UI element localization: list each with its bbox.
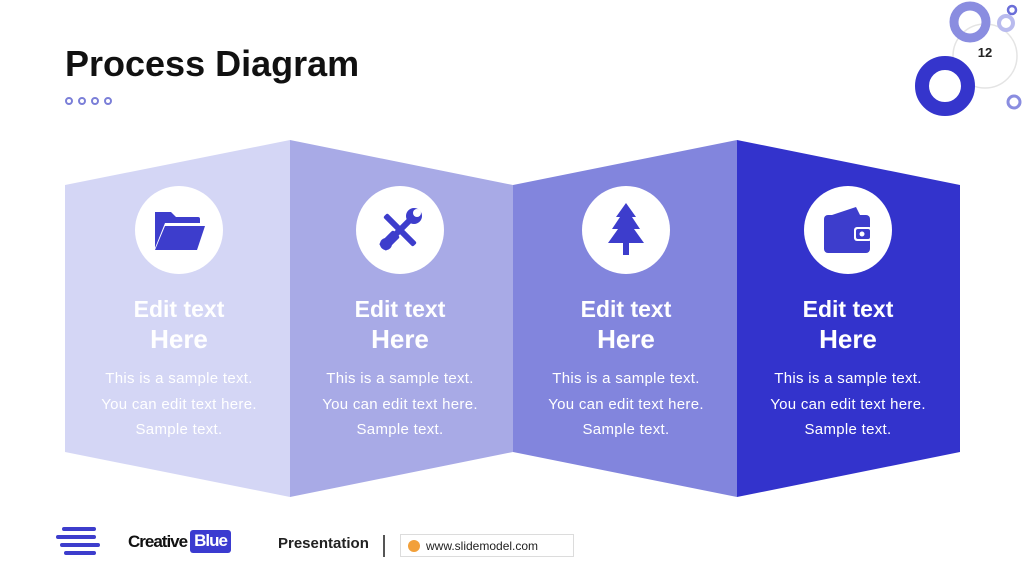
panel-body: This is a sample text. You can edit text…: [300, 366, 500, 443]
panel-heading: Edit text Here: [300, 294, 500, 354]
panel-2-shape: [290, 140, 513, 497]
brand-badge: Blue: [190, 530, 231, 553]
body-line: Sample text.: [582, 421, 670, 438]
panel-body: This is a sample text. You can edit text…: [79, 366, 279, 443]
panel-3: Edit text Here This is a sample text. Yo…: [526, 186, 726, 443]
presentation-label: Presentation: [278, 535, 369, 552]
icon-circle: [582, 186, 670, 274]
heading-line: Edit text: [354, 296, 446, 322]
heading-line: Edit text: [802, 296, 894, 322]
footer-divider: [383, 535, 385, 557]
body-line: You can edit text here.: [770, 395, 926, 413]
body-line: You can edit text here.: [548, 395, 704, 413]
panel-2: Edit text Here This is a sample text. Yo…: [300, 186, 500, 443]
page-number: 12: [977, 45, 993, 60]
body-line: You can edit text here.: [101, 395, 257, 413]
body-line: This is a sample text.: [552, 370, 700, 387]
folder-icon: [155, 212, 205, 250]
decoration-dot: [78, 97, 86, 105]
panel-4: Edit text Here This is a sample text. Yo…: [748, 186, 948, 443]
heading-line: Here: [150, 324, 208, 354]
page-title: Process Diagram: [65, 43, 360, 84]
heading-line: Here: [819, 324, 877, 354]
panel-1-shape: [65, 140, 290, 497]
tree-icon: [608, 203, 644, 255]
ring-small-light: [949, 1, 991, 43]
ring-tiny-right: [1006, 94, 1022, 110]
ring-decoration: [915, 1, 1022, 116]
panel-body: This is a sample text. You can edit text…: [526, 366, 726, 443]
ring-tiny-dark: [1006, 4, 1018, 16]
website-link[interactable]: www.slidemodel.com: [400, 534, 574, 557]
brand-logo: Creative Blue: [128, 530, 231, 553]
wallet-icon: [824, 207, 872, 253]
panel-3-shape: [513, 140, 737, 497]
panel-body: This is a sample text. You can edit text…: [748, 366, 948, 443]
body-line: This is a sample text.: [326, 370, 474, 387]
tools-icon: [379, 208, 422, 251]
decoration-dot: [104, 97, 112, 105]
body-line: Sample text.: [356, 421, 444, 438]
icon-circle: [804, 186, 892, 274]
body-line: This is a sample text.: [105, 370, 253, 387]
menu-lines-icon: [56, 527, 100, 555]
panel-4-shape: [737, 140, 960, 497]
panel-heading: Edit text Here: [79, 294, 279, 354]
heading-line: Here: [371, 324, 429, 354]
decoration-dot: [91, 97, 99, 105]
dribbble-icon: [408, 539, 420, 552]
panel-heading: Edit text Here: [526, 294, 726, 354]
ring-tiny-light: [997, 14, 1015, 32]
body-line: You can edit text here.: [322, 395, 478, 413]
brand-text: Creative: [128, 531, 188, 551]
decoration-dot: [65, 97, 73, 105]
heading-line: Edit text: [133, 296, 225, 322]
panel-heading: Edit text Here: [748, 294, 948, 354]
body-line: This is a sample text.: [774, 370, 922, 387]
title-dots-decoration: [65, 97, 112, 105]
ring-large-dark: [915, 56, 975, 116]
icon-circle: [356, 186, 444, 274]
body-line: Sample text.: [804, 421, 892, 438]
body-line: Sample text.: [135, 421, 223, 438]
icon-circle: [135, 186, 223, 274]
heading-line: Here: [597, 324, 655, 354]
panel-1: Edit text Here This is a sample text. Yo…: [79, 186, 279, 443]
website-url: www.slidemodel.com: [426, 538, 539, 553]
heading-line: Edit text: [580, 296, 672, 322]
